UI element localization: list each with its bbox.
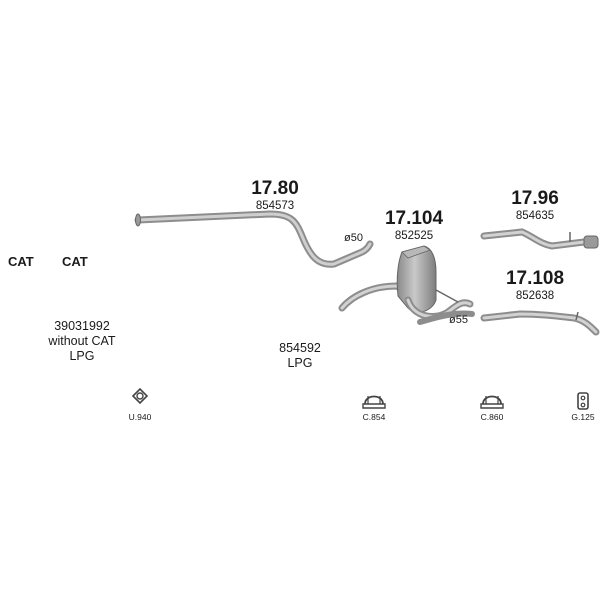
accessory-label: C.854 [362, 412, 386, 422]
note-mid-code: 854592 [279, 341, 321, 355]
note-left: 39031992 without CAT LPG [42, 319, 122, 364]
part-code: 854573 [255, 200, 295, 212]
diameter-label: ø55 [449, 314, 468, 326]
diameter-label: ø50 [344, 232, 363, 244]
note-mid: 854592 LPG [262, 341, 338, 371]
part-number: 17.104 [384, 208, 444, 229]
accessory-label: G.125 [571, 412, 595, 422]
clamp-icon [480, 395, 504, 409]
part-label-17-104: 17.104 852525 [374, 208, 454, 242]
cat-label: CAT [8, 254, 34, 269]
muffler-17-104 [338, 245, 475, 325]
rubber-mount-icon [577, 392, 589, 410]
accessory-label: C.860 [480, 412, 504, 422]
note-left-without-cat: without CAT [48, 334, 116, 348]
part-label-17-96: 17.96 854635 [495, 188, 575, 222]
part-code: 854635 [515, 210, 555, 222]
note-mid-lpg: LPG [287, 356, 313, 370]
part-number: 17.108 [505, 268, 565, 289]
note-left-code: 39031992 [54, 319, 110, 333]
part-label-17-108: 17.108 852638 [495, 268, 575, 302]
part-code: 852525 [394, 230, 434, 242]
pipe-17-80 [134, 210, 374, 268]
accessory-label: U.940 [128, 412, 152, 422]
part-code: 852638 [515, 290, 555, 302]
cat-label: CAT [62, 254, 88, 269]
note-left-lpg: LPG [69, 349, 95, 363]
part-number: 17.80 [251, 178, 299, 199]
tailpipe-17-108 [480, 310, 600, 336]
clamp-icon [362, 395, 386, 409]
part-label-17-80: 17.80 854573 [235, 178, 315, 212]
gasket-icon [131, 387, 149, 405]
tailpipe-17-96 [480, 228, 599, 250]
part-number: 17.96 [511, 188, 559, 209]
